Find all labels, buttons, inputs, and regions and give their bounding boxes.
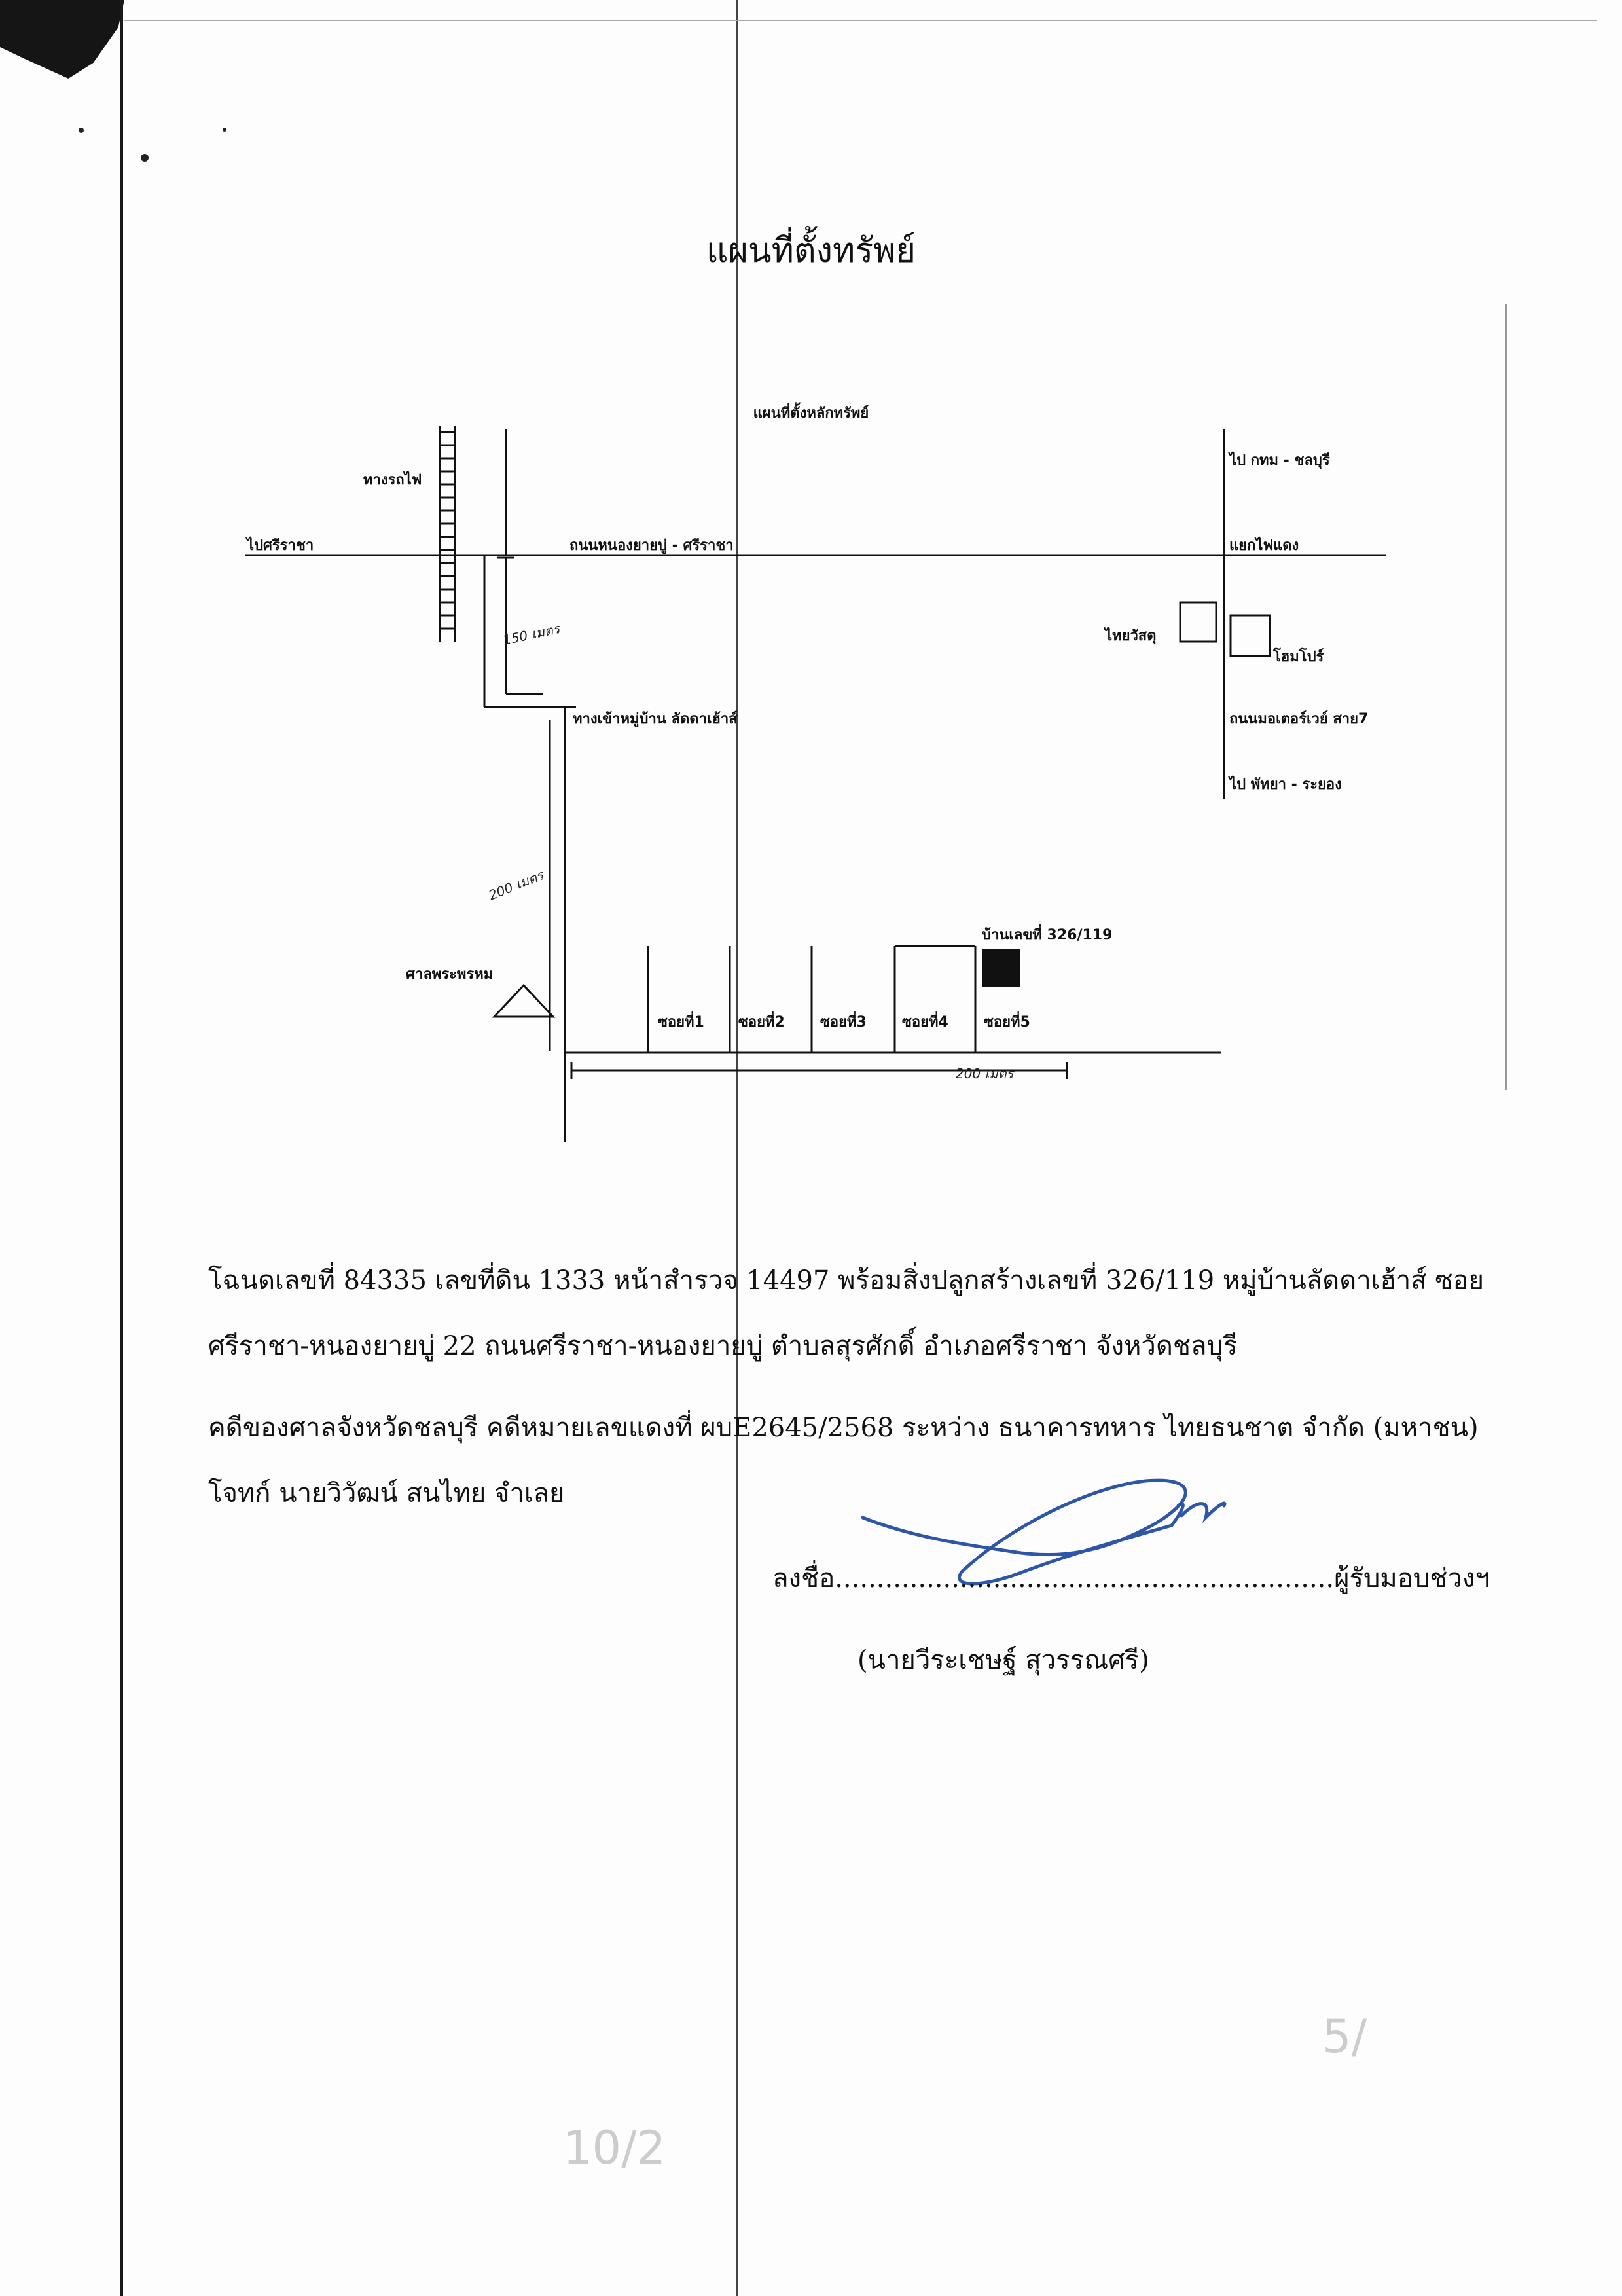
page-title: แผนที่ตั้งทรัพย์ — [706, 231, 916, 270]
label-dist-150: 150 เมตร — [501, 621, 563, 648]
thaiwatsadu-box — [1179, 601, 1217, 643]
shrine-triangle — [492, 983, 556, 1018]
label-to-sriracha: ไปศรีราชา — [245, 536, 314, 554]
label-village-entrance: ทางเข้าหมู่บ้าน ลัดดาเฮ้าส์ — [573, 710, 738, 728]
faint-page-mark: 10/2 — [563, 2121, 666, 2175]
label-to-bangkok: ไป กทม - ชลบุรี — [1228, 451, 1330, 469]
label-traffic-light: แยกไฟแดง — [1229, 536, 1299, 554]
deed-text-line-1: โฉนดเลขที่ 84335 เลขที่ดิน 1333 หน้าสำรว… — [208, 1266, 1485, 1296]
scan-binding-line — [120, 0, 123, 2296]
label-thaiwatsadu: ไทยวัสดุ — [1104, 627, 1157, 645]
map-title: แผนที่ตั้งหลักทรัพย์ — [753, 405, 869, 422]
scan-speck — [141, 154, 149, 162]
signature-scribble — [861, 1478, 1227, 1586]
label-main-road: ถนนหนองยายบู่ - ศรีราชา — [569, 538, 734, 555]
case-text-line-1: คดีของศาลจังหวัดชลบุรี คดีหมายเลขแดงที่ … — [208, 1413, 1479, 1443]
label-motorway: ถนนมอเตอร์เวย์ สาย7 — [1229, 710, 1368, 727]
label-dist-200-vertical: 200 เมตร — [486, 866, 547, 903]
scan-fold-line — [736, 0, 738, 2296]
label-shrine: ศาลพระพรหม — [406, 966, 493, 983]
label-homepro: โฮมโปร์ — [1272, 647, 1324, 665]
deed-text-line-2: ศรีราชา-หนองยายบู่ 22 ถนนศรีราชา-หนองยาย… — [208, 1331, 1238, 1361]
label-railway: ทางรถไฟ — [363, 471, 422, 488]
label-to-pattaya: ไป พัทยา - ระยอง — [1228, 775, 1342, 793]
label-house: บ้านเลขที่ 326/119 — [982, 924, 1112, 943]
label-soi-5: ซอยที่5 — [984, 1011, 1030, 1030]
railway-ties — [440, 431, 455, 630]
label-soi-4: ซอยที่4 — [902, 1011, 948, 1030]
scan-top-edge — [124, 20, 1597, 21]
case-text-line-2: โจทก์ นายวิวัฒน์ สนไทย จำเลย — [208, 1478, 565, 1508]
label-soi-1: ซอยที่1 — [658, 1011, 704, 1030]
scan-speck — [79, 128, 84, 133]
homepro-box — [1229, 614, 1271, 657]
scan-speck — [223, 128, 226, 132]
faint-corner-mark: 5/ — [1322, 2010, 1367, 2064]
label-soi-3: ซอยที่3 — [820, 1011, 867, 1030]
target-house-marker — [982, 949, 1020, 987]
scan-map-border — [1505, 304, 1507, 1090]
signature-line: ลงชื่อ..................................… — [772, 1563, 1490, 1594]
label-dist-200-horizontal: 200 เมตร — [956, 1066, 1015, 1082]
label-soi-2: ซอยที่2 — [738, 1011, 785, 1030]
signer-name: (นายวีระเชษฐ์ สุวรรณศรี) — [857, 1645, 1149, 1675]
